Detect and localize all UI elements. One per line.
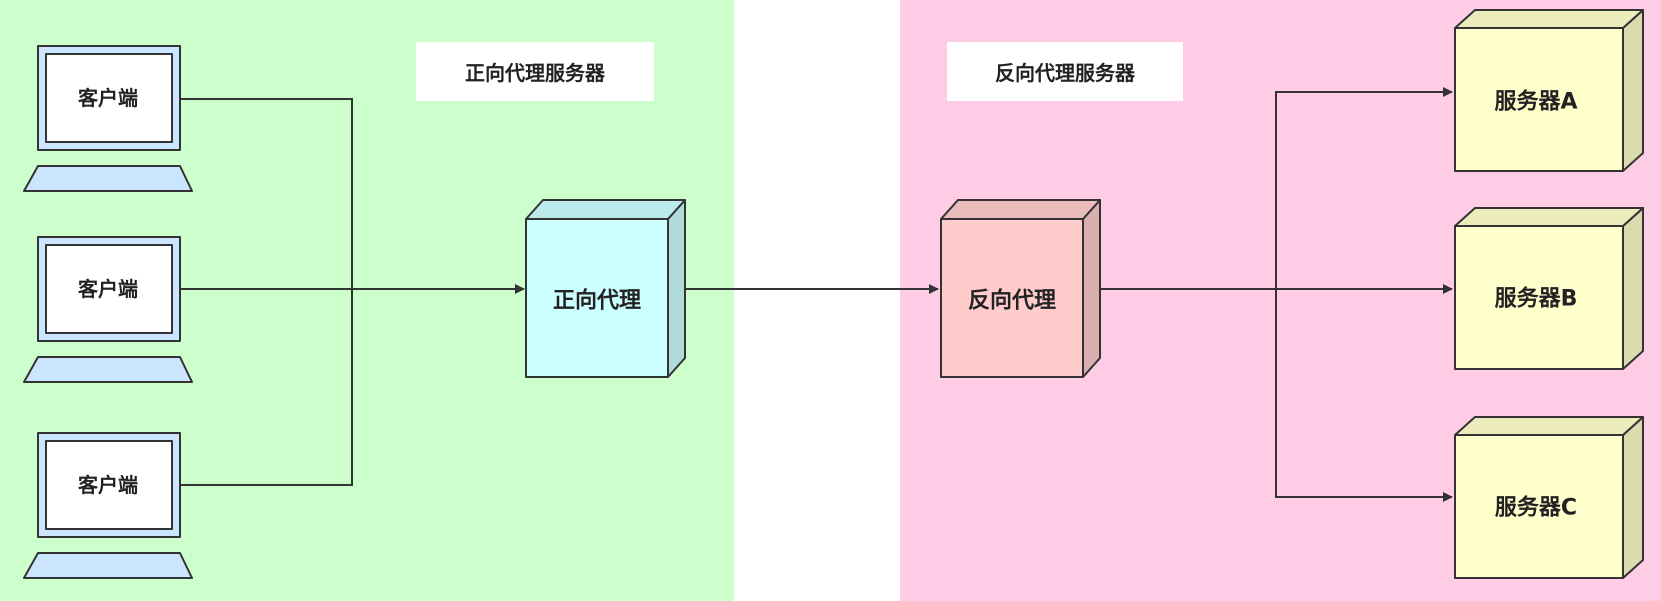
reverse-region-title-text: 反向代理服务器 [995, 61, 1136, 85]
forward-region-title-text: 正向代理服务器 [465, 61, 606, 85]
server-a-node: 服务器A [1454, 9, 1644, 172]
reverse-region-title: 反向代理服务器 [947, 42, 1183, 101]
reverse-proxy-to-server-c-arrow [1275, 289, 1453, 502]
server-b-label: 服务器B [1495, 287, 1578, 312]
client-label: 客户端 [77, 86, 138, 110]
client-bus-line [180, 98, 353, 486]
forward-region-title: 正向代理服务器 [416, 42, 654, 101]
reverse-proxy-to-server-a-arrow [1275, 87, 1453, 289]
connectors [180, 87, 1453, 502]
server-c-node: 服务器C [1454, 416, 1644, 579]
client-computer: 客户端 [23, 432, 193, 579]
client-label: 客户端 [77, 473, 138, 497]
client-label: 客户端 [77, 277, 138, 301]
server-c-label: 服务器C [1495, 496, 1577, 521]
client-computer: 客户端 [23, 236, 193, 383]
forward-proxy-label: 正向代理 [553, 288, 641, 314]
reverse-proxy-node: 反向代理 [940, 199, 1101, 378]
client-computer: 客户端 [23, 45, 193, 192]
forward-proxy-node: 正向代理 [525, 199, 686, 378]
server-a-label: 服务器A [1494, 90, 1577, 115]
server-b-node: 服务器B [1454, 207, 1644, 370]
reverse-proxy-label: 反向代理 [968, 288, 1056, 314]
